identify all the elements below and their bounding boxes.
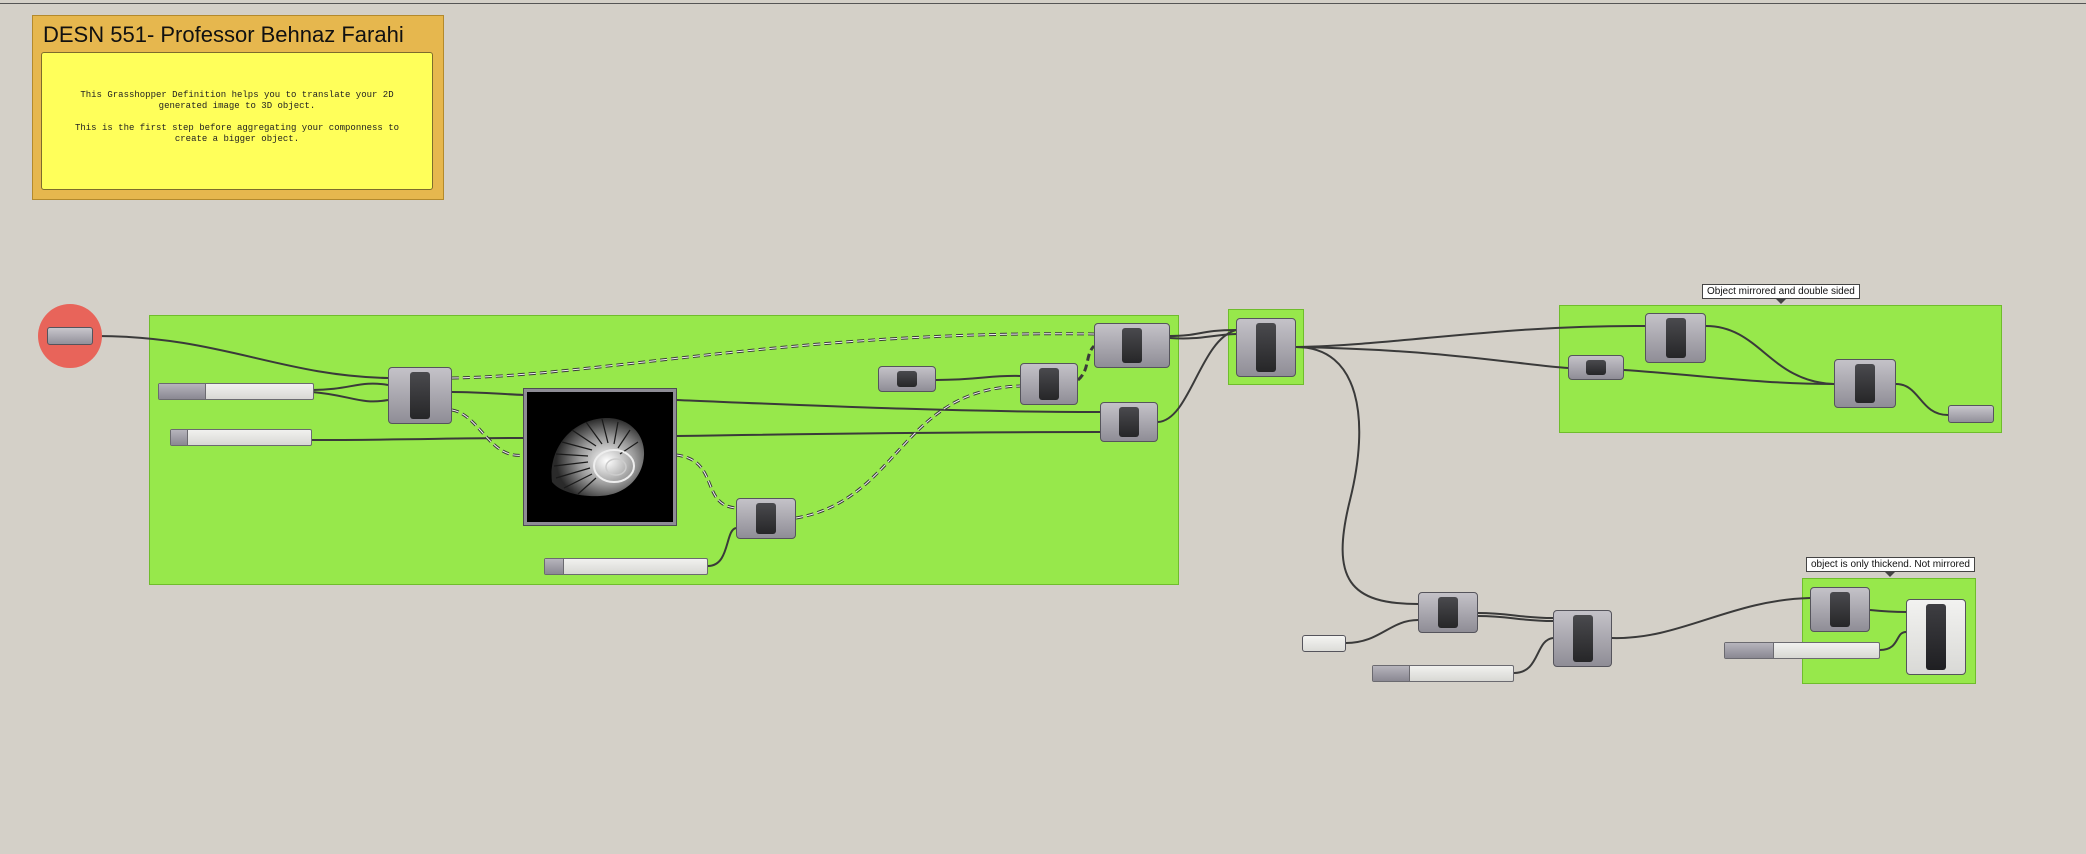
canvas-top-border xyxy=(0,3,2086,4)
component-body xyxy=(1572,615,1593,662)
title-scribble-panel[interactable]: DESN 551- Professor Behnaz Farahi This G… xyxy=(32,15,444,200)
slider-knob[interactable] xyxy=(545,559,564,574)
output-param-mirrored[interactable] xyxy=(1948,405,1994,423)
shell-fossil-icon xyxy=(551,417,645,497)
component-body xyxy=(1665,318,1686,358)
number-slider-1[interactable] xyxy=(158,383,314,400)
component-body xyxy=(897,371,917,387)
component-body xyxy=(756,503,776,534)
note-line-2: This is the first step before aggregatin… xyxy=(74,123,400,144)
number-slider-3[interactable] xyxy=(544,558,708,575)
component-image-sampler-input[interactable] xyxy=(388,367,452,424)
component-plane[interactable] xyxy=(1568,355,1624,380)
wire xyxy=(1295,346,1569,369)
description-note-panel[interactable]: This Grasshopper Definition helps you to… xyxy=(41,52,433,190)
number-slider-2[interactable] xyxy=(170,429,312,446)
group-label-thickened: object is only thickend. Not mirrored xyxy=(1806,557,1975,577)
component-body xyxy=(1586,360,1606,375)
wire xyxy=(1477,612,1554,619)
number-input-param[interactable] xyxy=(1302,635,1346,652)
number-slider-5[interactable] xyxy=(1724,642,1880,659)
component-body xyxy=(1438,597,1458,628)
component-body xyxy=(1119,407,1139,437)
component-join[interactable] xyxy=(1834,359,1896,408)
component-domain[interactable] xyxy=(1100,402,1158,442)
component-mesh-build[interactable] xyxy=(1094,323,1170,368)
component-surface-sample[interactable] xyxy=(736,498,796,539)
wire xyxy=(1169,333,1237,340)
definition-title: DESN 551- Professor Behnaz Farahi xyxy=(43,22,404,47)
image-sampler-preview[interactable] xyxy=(524,389,676,525)
wire xyxy=(1477,615,1554,622)
slider-knob[interactable] xyxy=(159,384,206,399)
wire xyxy=(1513,637,1554,674)
wire xyxy=(1295,346,1419,605)
component-body xyxy=(1122,328,1142,363)
component-mirror[interactable] xyxy=(1645,313,1706,363)
component-body xyxy=(1855,364,1875,403)
component-body xyxy=(410,372,430,419)
group-mirrored[interactable] xyxy=(1559,305,2002,433)
component-body xyxy=(1256,323,1276,372)
slider-knob[interactable] xyxy=(171,430,188,445)
component-body xyxy=(1926,604,1946,670)
slider-knob[interactable] xyxy=(1373,666,1410,681)
number-slider-4[interactable] xyxy=(1372,665,1514,682)
component-offset[interactable] xyxy=(1418,592,1478,633)
component-merge[interactable] xyxy=(1236,318,1296,377)
group-label-mirrored: Object mirrored and double sided xyxy=(1702,284,1860,304)
component-preview-output[interactable] xyxy=(1906,599,1966,675)
boolean-toggle[interactable] xyxy=(47,327,93,345)
slider-knob[interactable] xyxy=(1725,643,1774,658)
component-solid-output[interactable] xyxy=(1810,587,1870,632)
wire xyxy=(1169,329,1237,337)
component-body xyxy=(1039,368,1059,400)
wire xyxy=(1345,619,1419,644)
component-move[interactable] xyxy=(1020,363,1078,405)
component-thicken[interactable] xyxy=(1553,610,1612,667)
note-line-1: This Grasshopper Definition helps you to… xyxy=(80,90,394,111)
component-body xyxy=(1830,592,1850,627)
component-point-input[interactable] xyxy=(878,366,936,392)
wire xyxy=(1611,597,1811,640)
